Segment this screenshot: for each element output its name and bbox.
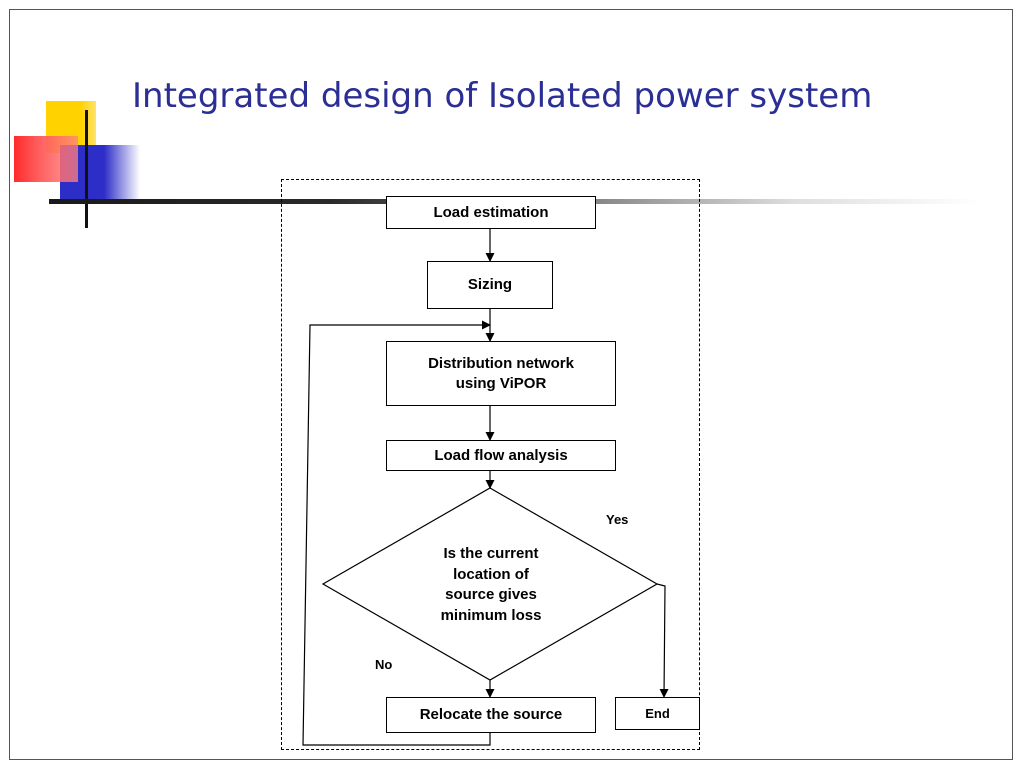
node-relocate-label: Relocate the source [419,706,563,723]
node-relocate-source: Relocate the source [386,697,596,733]
node-load-estimation: Load estimation [386,196,596,229]
slide-title: Integrated design of Isolated power syst… [132,76,873,116]
flowchart-boundary [281,179,700,750]
node-end: End [615,697,700,730]
node-sizing: Sizing [427,261,553,309]
slide-frame [9,9,1013,760]
label-yes: Yes [606,512,629,527]
node-distribution-line1: Distribution network [428,354,574,372]
decision-line: minimum loss [440,606,542,624]
node-distribution-line2: using ViPOR [455,374,547,392]
label-no: No [375,657,393,672]
decision-line: source gives [445,586,537,603]
decor-red-square [14,136,78,182]
arrow-loop-back [302,320,491,746]
decision-line: location of [453,565,529,583]
arrow-yes-to-end [656,583,669,698]
node-sizing-label: Sizing [467,276,513,293]
decision-question: Is the current location of source gives … [416,544,566,626]
node-end-label: End [645,705,670,721]
decor-vertical-line [85,110,88,228]
node-distribution-network: Distribution network using ViPOR [386,341,616,406]
decision-line: Is the current [443,545,539,562]
node-load-flow-analysis: Load flow analysis [386,440,616,471]
node-load-flow-label: Load flow analysis [434,446,568,464]
node-load-estimation-label: Load estimation [433,203,549,221]
